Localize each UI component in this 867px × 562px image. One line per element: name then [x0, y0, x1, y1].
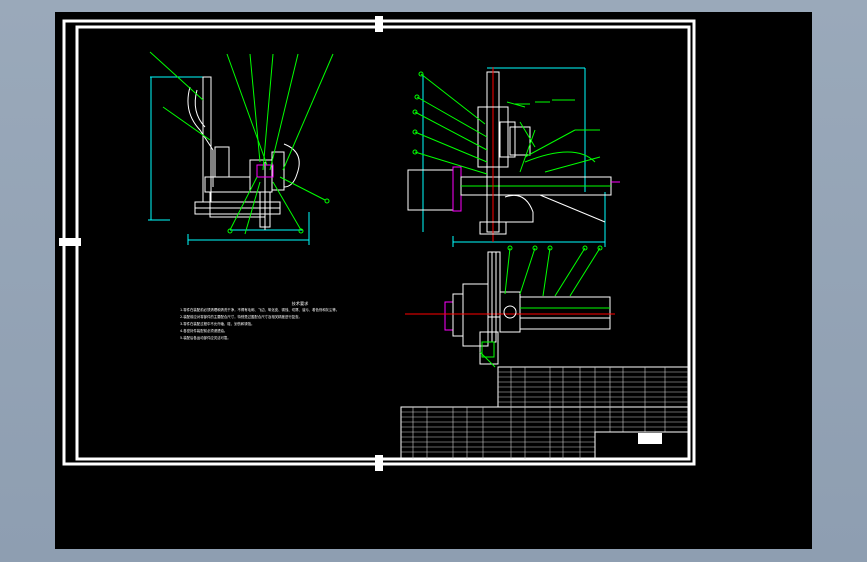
parts-list-columns	[412, 367, 666, 459]
left-view-part	[187, 76, 300, 230]
assembly-drawing	[59, 16, 696, 471]
front-view-part	[407, 67, 620, 242]
tech-note-line-4: 4.各密封件装配前必须浸透油。	[180, 329, 228, 333]
plan-view	[405, 245, 615, 368]
plan-view-circles	[507, 245, 603, 251]
front-view-leaders	[414, 73, 601, 175]
cad-viewport[interactable]: 技术要求 1.零件在装配前必须清理和清洗干净，不得有毛刺、飞边、氧化皮、锈蚀、切…	[55, 12, 812, 549]
left-view	[148, 51, 334, 245]
tech-notes-title: 技术要求	[291, 301, 309, 306]
frame-marker-bottom	[375, 455, 383, 471]
front-view-circles	[412, 71, 424, 155]
plan-view-leaders	[479, 247, 601, 368]
title-block	[400, 366, 689, 460]
tech-note-line-5: 5.装配后各运动部件应灵活可靠。	[180, 336, 231, 340]
inner-frame	[75, 25, 691, 461]
front-view	[407, 67, 620, 247]
plan-view-part	[405, 251, 615, 365]
frame-marker-left	[59, 238, 81, 246]
drawing-name-box	[638, 433, 662, 444]
tech-note-line-2: 2.装配前应对零部件的主要配合尺寸，特别是过盈配合尺寸及相关精度进行复查。	[180, 315, 302, 319]
frame-marker-top	[375, 16, 383, 32]
tech-note-line-1: 1.零件在装配前必须清理和清洗干净，不得有毛刺、飞边、氧化皮、锈蚀、切屑、油污、…	[180, 308, 340, 312]
left-view-circles	[227, 198, 330, 234]
tech-note-line-3: 3.零件在装配过程中不允许磕、碰、划伤和锈蚀。	[180, 322, 255, 326]
left-view-leaders	[149, 51, 334, 235]
parts-list-rows	[401, 371, 688, 453]
tech-notes: 技术要求 1.零件在装配前必须清理和清洗干净，不得有毛刺、飞边、氧化皮、锈蚀、切…	[180, 300, 430, 342]
title-cell	[594, 431, 689, 460]
